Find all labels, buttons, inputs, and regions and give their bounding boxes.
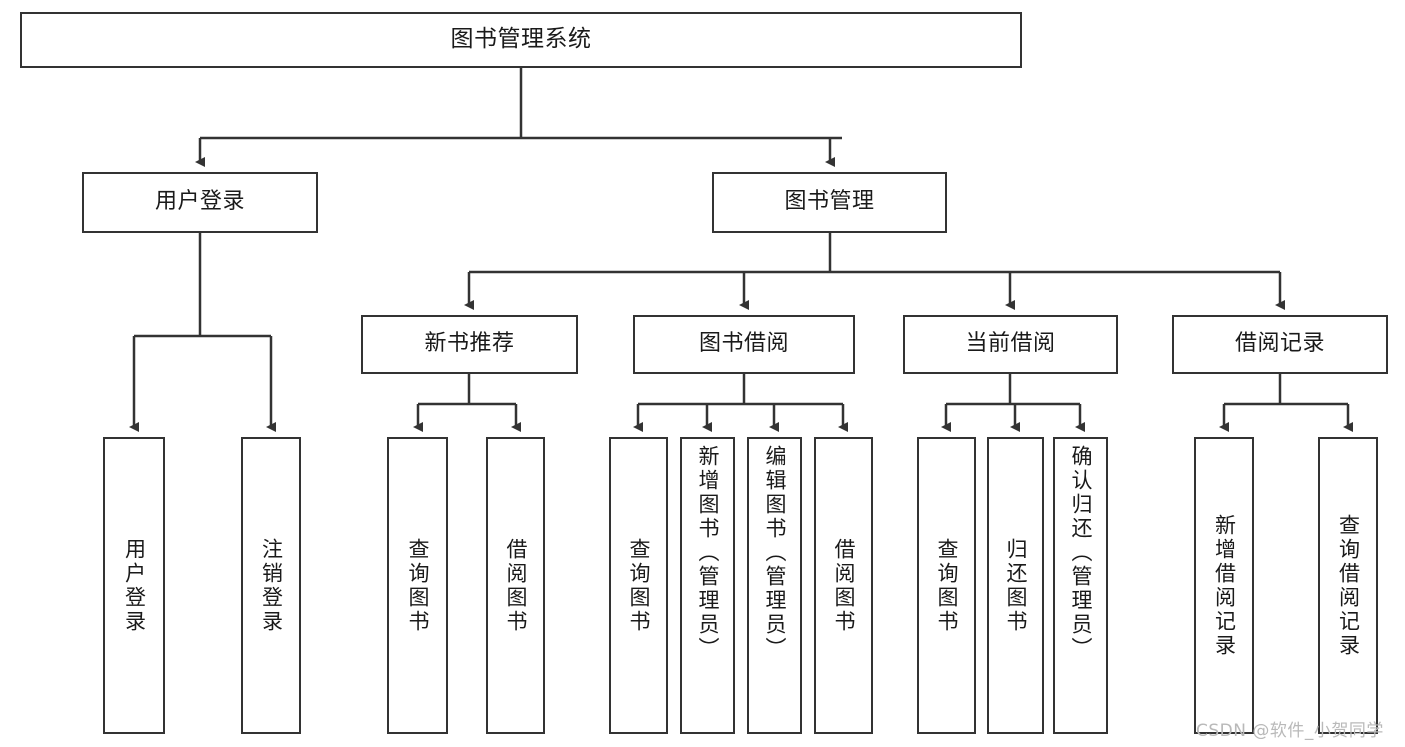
node-leaf-query-book-current[interactable]: 查询图书	[917, 437, 976, 734]
node-label: 编辑图书（管理员）	[763, 445, 787, 661]
node-label: 查询图书	[935, 537, 959, 634]
node-label: 新书推荐	[424, 331, 515, 357]
node-label: 借阅图书	[832, 537, 856, 634]
node-leaf-query-book-recommend[interactable]: 查询图书	[387, 437, 448, 734]
node-leaf-confirm-return[interactable]: 确认归还（管理员）	[1053, 437, 1108, 734]
node-label: 归还图书	[1004, 537, 1028, 634]
node-leaf-add-book[interactable]: 新增图书（管理员）	[680, 437, 735, 734]
node-label: 查询借阅记录	[1336, 513, 1361, 658]
node-leaf-borrow-book[interactable]: 借阅图书	[814, 437, 873, 734]
node-label: 新增借阅记录	[1212, 513, 1237, 658]
node-label: 确认归还（管理员）	[1069, 445, 1093, 661]
node-current-borrow[interactable]: 当前借阅	[903, 315, 1118, 374]
node-user-login[interactable]: 用户登录	[82, 172, 318, 233]
node-book-manage[interactable]: 图书管理	[712, 172, 947, 233]
node-label: 用户登录	[154, 189, 245, 215]
node-leaf-query-record[interactable]: 查询借阅记录	[1318, 437, 1378, 734]
node-label: 借阅图书	[504, 537, 528, 634]
node-borrow-record[interactable]: 借阅记录	[1172, 315, 1388, 374]
node-label: 图书借阅	[698, 331, 789, 357]
node-leaf-edit-book[interactable]: 编辑图书（管理员）	[747, 437, 802, 734]
node-label: 查询图书	[627, 537, 651, 634]
node-label: 借阅记录	[1234, 331, 1325, 357]
node-label: 图书管理	[784, 189, 875, 215]
csdn-watermark: CSDN @软件_小贺同学	[1196, 721, 1384, 741]
node-leaf-return-book[interactable]: 归还图书	[987, 437, 1044, 734]
node-leaf-user-login[interactable]: 用户登录	[103, 437, 165, 734]
node-book-management-system[interactable]: 图书管理系统	[20, 12, 1022, 68]
node-leaf-borrow-book-recommend[interactable]: 借阅图书	[486, 437, 545, 734]
node-label: 用户登录	[122, 537, 147, 634]
node-label: 查询图书	[406, 537, 430, 634]
node-leaf-logout[interactable]: 注销登录	[241, 437, 301, 734]
node-label: 新增图书（管理员）	[696, 445, 720, 661]
node-book-borrow[interactable]: 图书借阅	[633, 315, 855, 374]
node-label: 注销登录	[259, 537, 284, 634]
node-new-book-recommend[interactable]: 新书推荐	[361, 315, 578, 374]
node-leaf-query-book-borrow[interactable]: 查询图书	[609, 437, 668, 734]
node-leaf-add-record[interactable]: 新增借阅记录	[1194, 437, 1254, 734]
node-label: 当前借阅	[965, 331, 1056, 357]
node-label: 图书管理系统	[450, 26, 592, 53]
